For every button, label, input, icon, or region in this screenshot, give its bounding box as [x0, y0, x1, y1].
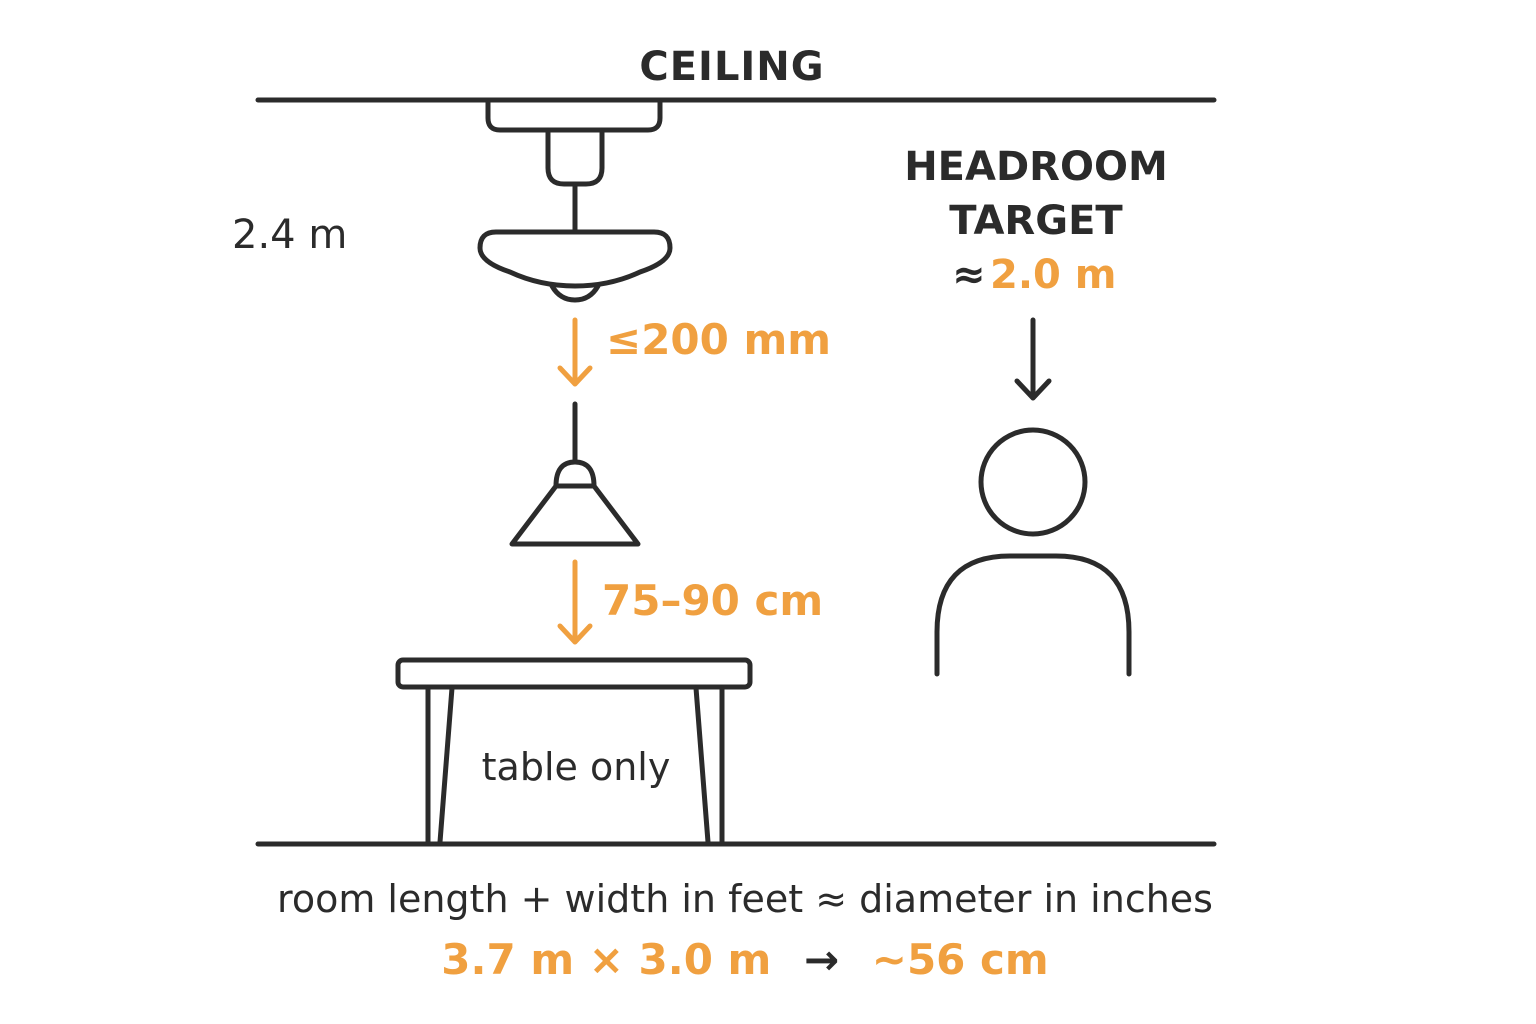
headroom-approx-symbol: ≈ — [952, 252, 986, 298]
headroom-label-line2: TARGET — [949, 198, 1123, 244]
flush-mount-light-icon — [477, 99, 673, 303]
example-room-size: 3.7 m × 3.0 m — [441, 935, 771, 984]
flush-clearance-arrow — [557, 317, 593, 387]
headroom-value: 2.0 m — [990, 252, 1116, 298]
ceiling-height-label: 2.4 m — [232, 212, 347, 258]
headroom-arrow — [1014, 317, 1052, 401]
sizing-example: 3.7 m × 3.0 m → ~56 cm — [441, 935, 1048, 984]
table-note: table only — [482, 745, 671, 789]
example-arrow: → — [804, 935, 839, 984]
pendant-lamp-icon — [509, 401, 641, 547]
sizing-rule: room length + width in feet ≈ diameter i… — [277, 877, 1213, 921]
ceiling-label: CEILING — [639, 44, 824, 90]
example-result: ~56 cm — [872, 935, 1049, 984]
table-icon — [395, 657, 753, 845]
person-icon — [934, 427, 1132, 677]
flush-clearance-label: ≤200 mm — [606, 315, 831, 364]
pendant-clearance-label: 75–90 cm — [602, 576, 823, 625]
pendant-clearance-arrow — [557, 559, 593, 645]
headroom-label-line1: HEADROOM — [904, 144, 1168, 190]
